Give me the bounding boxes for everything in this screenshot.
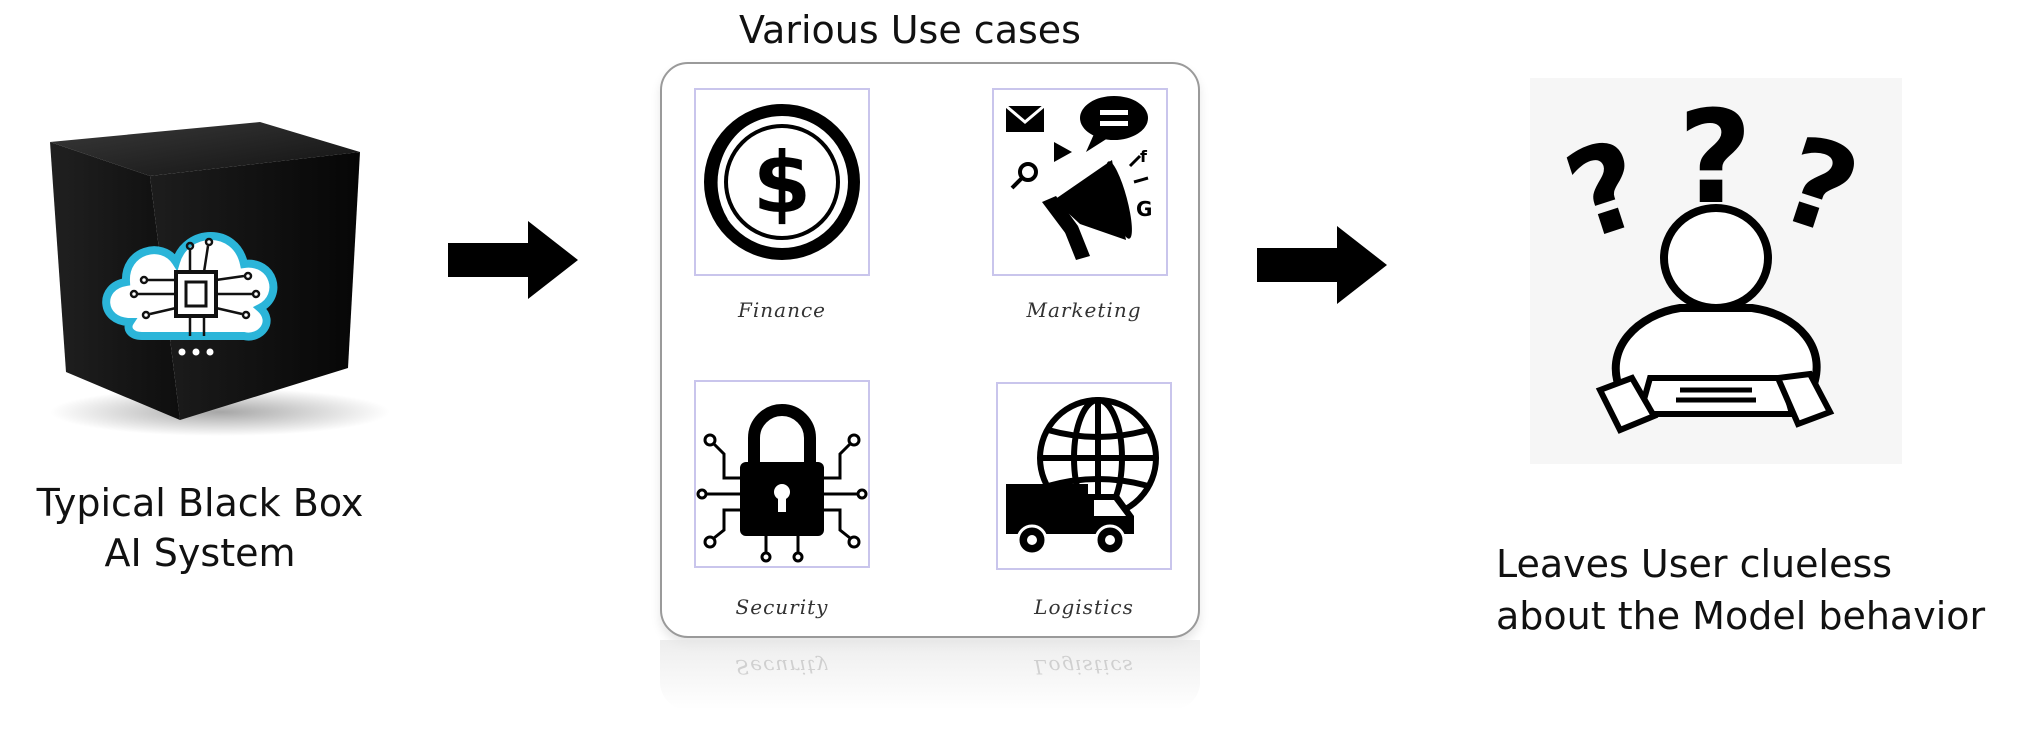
svg-text:?: ? — [1764, 110, 1873, 264]
svg-text:?: ? — [1551, 114, 1660, 268]
logistics-tile — [996, 382, 1172, 570]
megaphone-icon: f G — [1005, 96, 1152, 260]
marketing-tile: f G — [992, 88, 1168, 276]
dollar-coin-icon: $ — [704, 104, 860, 260]
security-label-reflection: Security — [735, 655, 829, 679]
globe-truck-icon — [1006, 397, 1159, 556]
black-box-caption-line1: Typical Black Box — [36, 481, 364, 525]
svg-text:f: f — [1140, 147, 1148, 166]
use-cases-title: Various Use cases — [739, 8, 1081, 52]
finance-label: Finance — [738, 298, 826, 322]
logistics-label-reflection: Logistics — [1034, 655, 1134, 679]
user-caption-line2: about the Model behavior — [1496, 594, 1986, 638]
black-box-caption-line2: AI System — [104, 531, 296, 575]
use-cases-panel-reflection — [660, 640, 1200, 710]
svg-text:$: $ — [753, 134, 811, 232]
security-label: Security — [735, 595, 829, 619]
right-arrow-icon — [444, 215, 584, 305]
user-caption: Leaves User clueless about the Model beh… — [1496, 538, 2036, 642]
user-caption-line1: Leaves User clueless — [1496, 542, 1893, 586]
confused-person-icon: ? ? ? — [1530, 78, 1902, 464]
security-tile — [694, 380, 870, 568]
right-arrow-icon — [1253, 220, 1393, 310]
black-box-caption: Typical Black Box AI System — [0, 478, 400, 578]
svg-text:G: G — [1136, 197, 1152, 221]
marketing-label: Marketing — [1026, 298, 1142, 322]
ai-cloud-chip-icon — [102, 232, 278, 356]
finance-tile: $ — [694, 88, 870, 276]
logistics-label: Logistics — [1034, 595, 1134, 619]
padlock-circuit-icon — [696, 404, 868, 563]
black-box-cube-icon — [30, 100, 390, 440]
